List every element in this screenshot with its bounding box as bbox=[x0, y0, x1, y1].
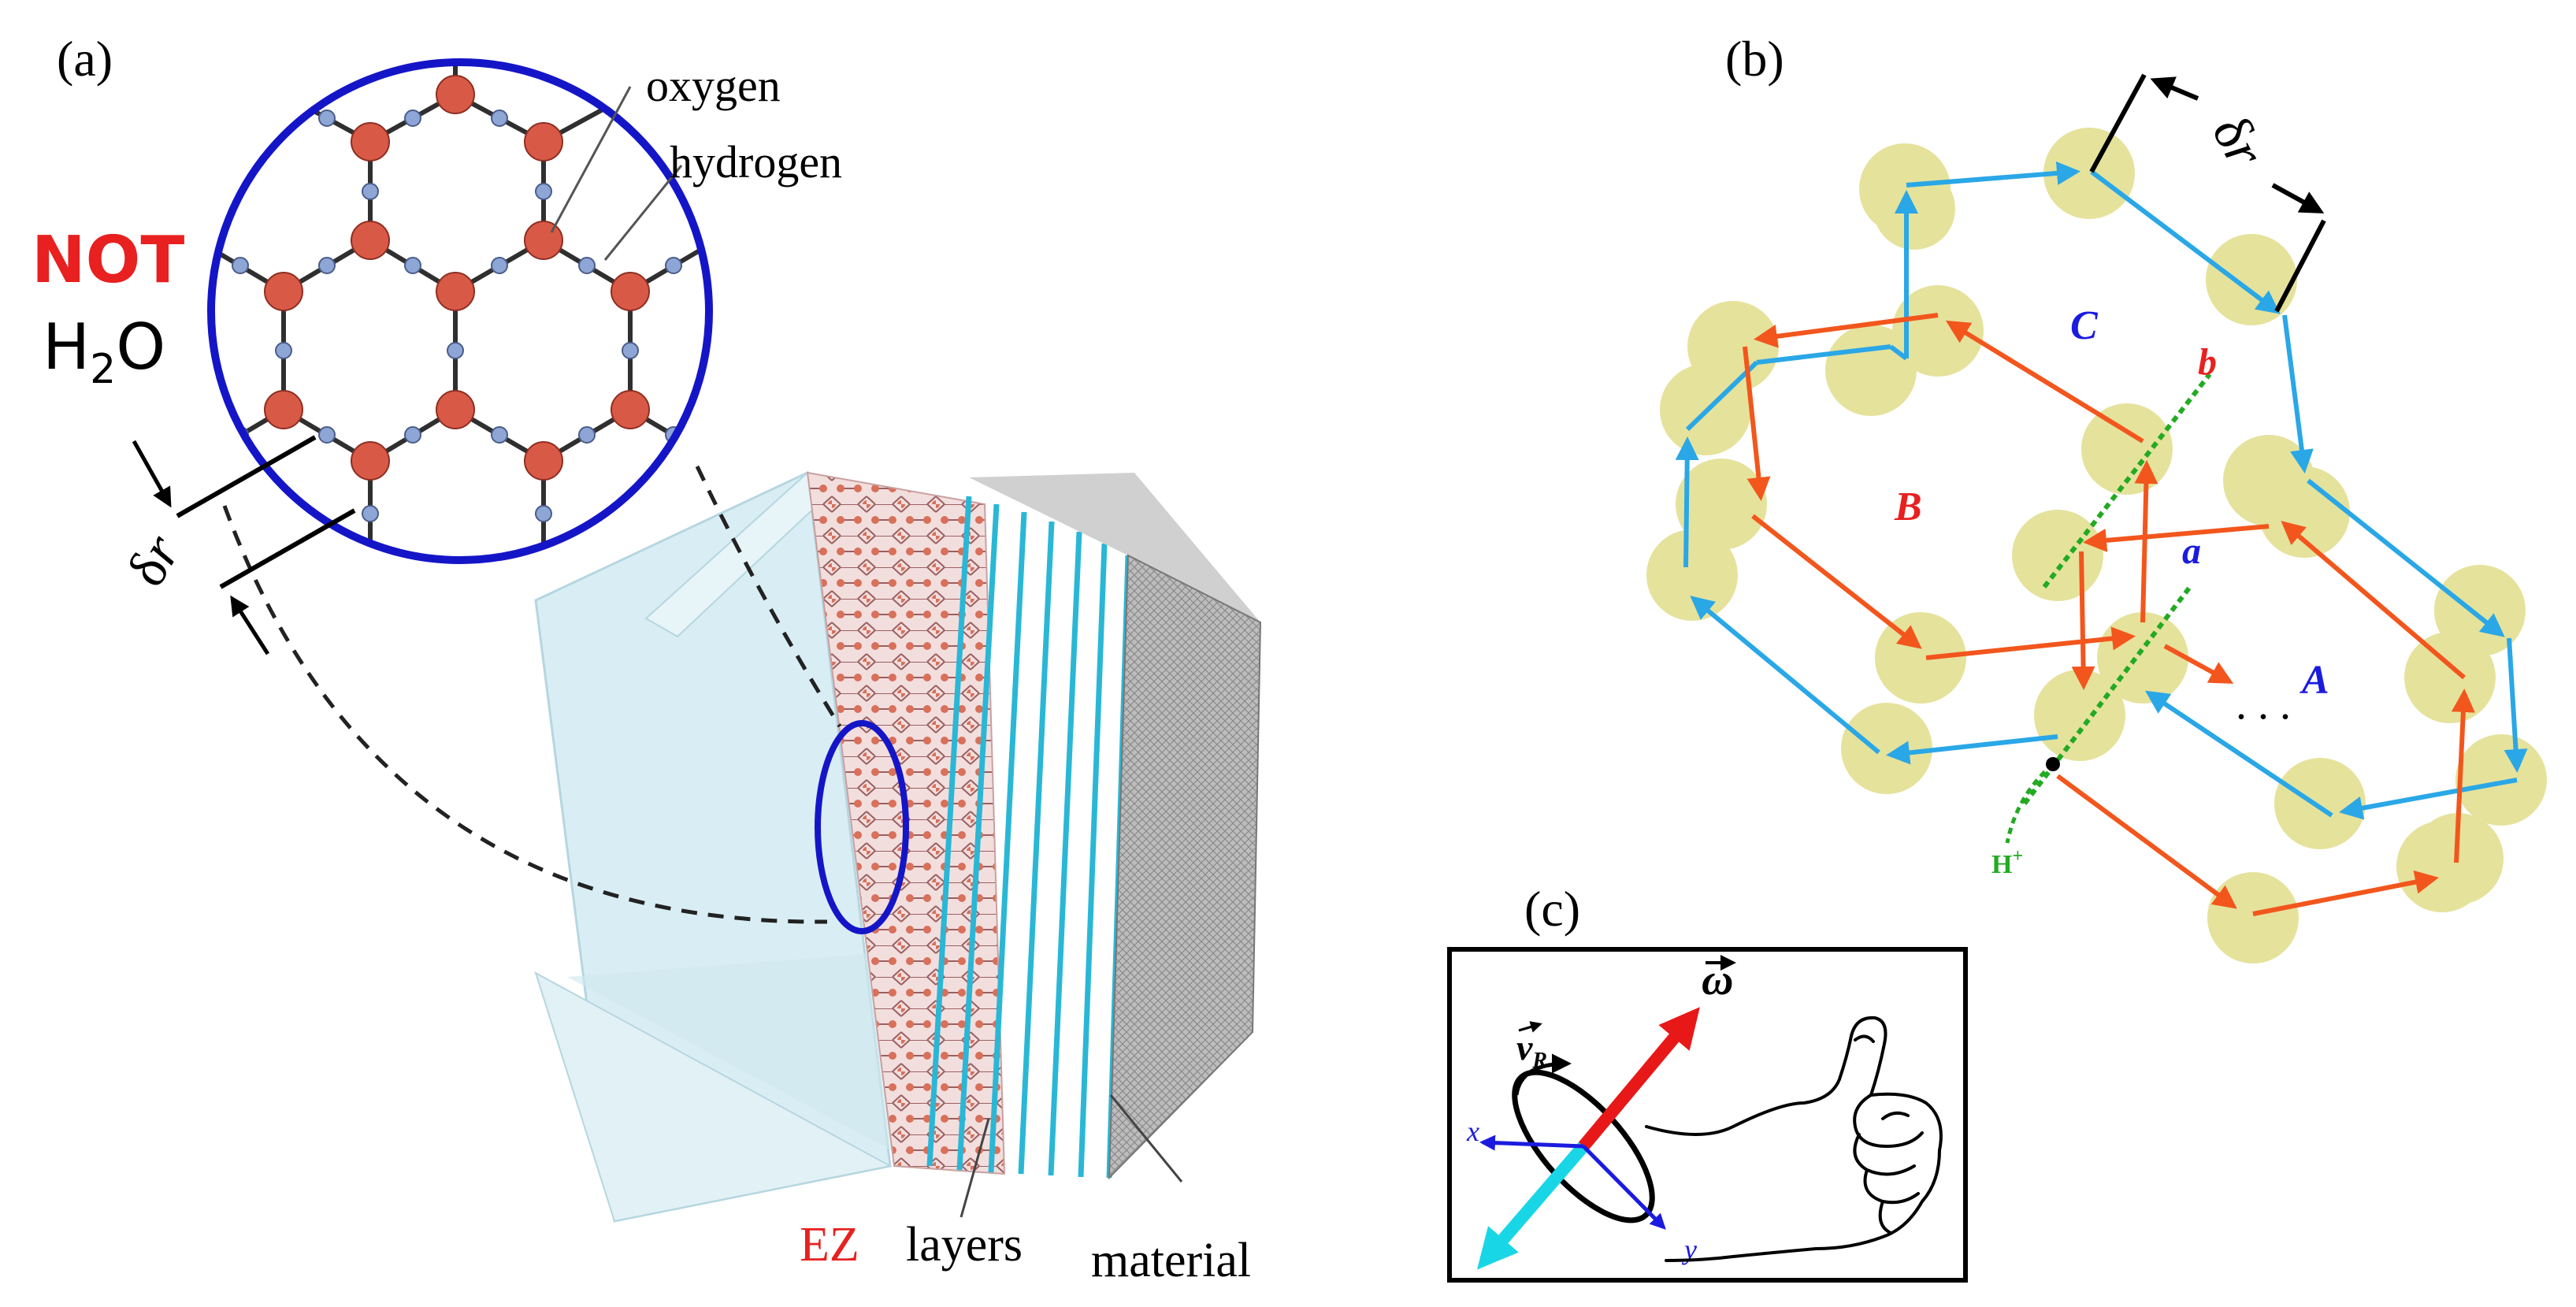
velocity-vector-mark bbox=[1518, 1021, 1542, 1033]
material-block bbox=[969, 473, 1262, 1180]
panel-b-label: (b) bbox=[1725, 31, 1784, 87]
velocity-arrow bbox=[1514, 1053, 1572, 1096]
spacing-label-b: δr bbox=[2200, 106, 2277, 177]
h2o-h: H bbox=[43, 310, 90, 384]
velocity-subscript: R bbox=[1531, 1049, 1547, 1073]
velocity-v: v bbox=[1516, 1027, 1533, 1068]
material-leader-line bbox=[1109, 1094, 1183, 1183]
y-axis-arrow bbox=[1582, 1145, 1666, 1230]
proton-plus: + bbox=[2012, 846, 2023, 867]
panel-a: (a) bbox=[32, 31, 1262, 1287]
oxygen-callout-line bbox=[550, 86, 632, 233]
zoom-hexagonal-lattice bbox=[211, 62, 709, 560]
oxygen-label: oxygen bbox=[646, 60, 781, 111]
ellipsis-label: . . . bbox=[2236, 680, 2291, 729]
path-a-label: a bbox=[2182, 530, 2201, 572]
proton-label: H+ bbox=[1991, 846, 2023, 879]
path-b-line bbox=[2042, 373, 2212, 589]
panel-c-frame bbox=[1447, 947, 1968, 1283]
ring-c-label: C bbox=[2070, 303, 2099, 348]
hydrogen-callout-line bbox=[603, 165, 683, 261]
path-b-label: b bbox=[2198, 341, 2217, 383]
proton-path bbox=[2005, 763, 2054, 844]
h2o-subscript: 2 bbox=[90, 346, 116, 393]
zoom-source-ellipse bbox=[815, 720, 909, 934]
negative-omega-axis-arrow bbox=[1476, 1142, 1589, 1270]
zoom-circle bbox=[207, 58, 713, 564]
layers-label: layers bbox=[906, 1218, 1023, 1272]
material-label: material bbox=[1091, 1234, 1251, 1287]
blue-ring-paths bbox=[1675, 161, 2528, 820]
lattice-nodes bbox=[1646, 128, 2547, 964]
proton-h: H bbox=[1991, 850, 2012, 879]
x-axis-label: x bbox=[1466, 1116, 1479, 1147]
panel-c: (c) ω vR x y bbox=[1447, 881, 1968, 1283]
layers-leader-line bbox=[960, 1118, 990, 1218]
zoom-projection-upper bbox=[695, 465, 842, 728]
x-axis-arrow bbox=[1479, 1134, 1584, 1151]
omega-axis-arrow bbox=[1578, 1007, 1700, 1151]
ring-b-label: B bbox=[1894, 485, 1922, 529]
ring-a-label: A bbox=[2299, 658, 2329, 703]
spacing-label-a: δr bbox=[116, 525, 192, 596]
panel-b: (b) bbox=[1646, 31, 2547, 964]
panel-a-label: (a) bbox=[57, 31, 113, 87]
panel-c-label: (c) bbox=[1524, 881, 1580, 937]
proton-position-dot bbox=[2046, 757, 2060, 771]
ez-label: EZ bbox=[800, 1218, 859, 1272]
hydrogen-label: hydrogen bbox=[670, 136, 842, 188]
not-label: NOT bbox=[32, 223, 184, 298]
y-axis-label: y bbox=[1682, 1234, 1697, 1265]
h2o-label: H2O bbox=[43, 310, 165, 393]
velocity-label: vR bbox=[1516, 1027, 1547, 1073]
h2o-o: O bbox=[116, 310, 165, 384]
right-hand-icon bbox=[1645, 1016, 1943, 1262]
orange-ring-paths bbox=[1743, 313, 2475, 916]
